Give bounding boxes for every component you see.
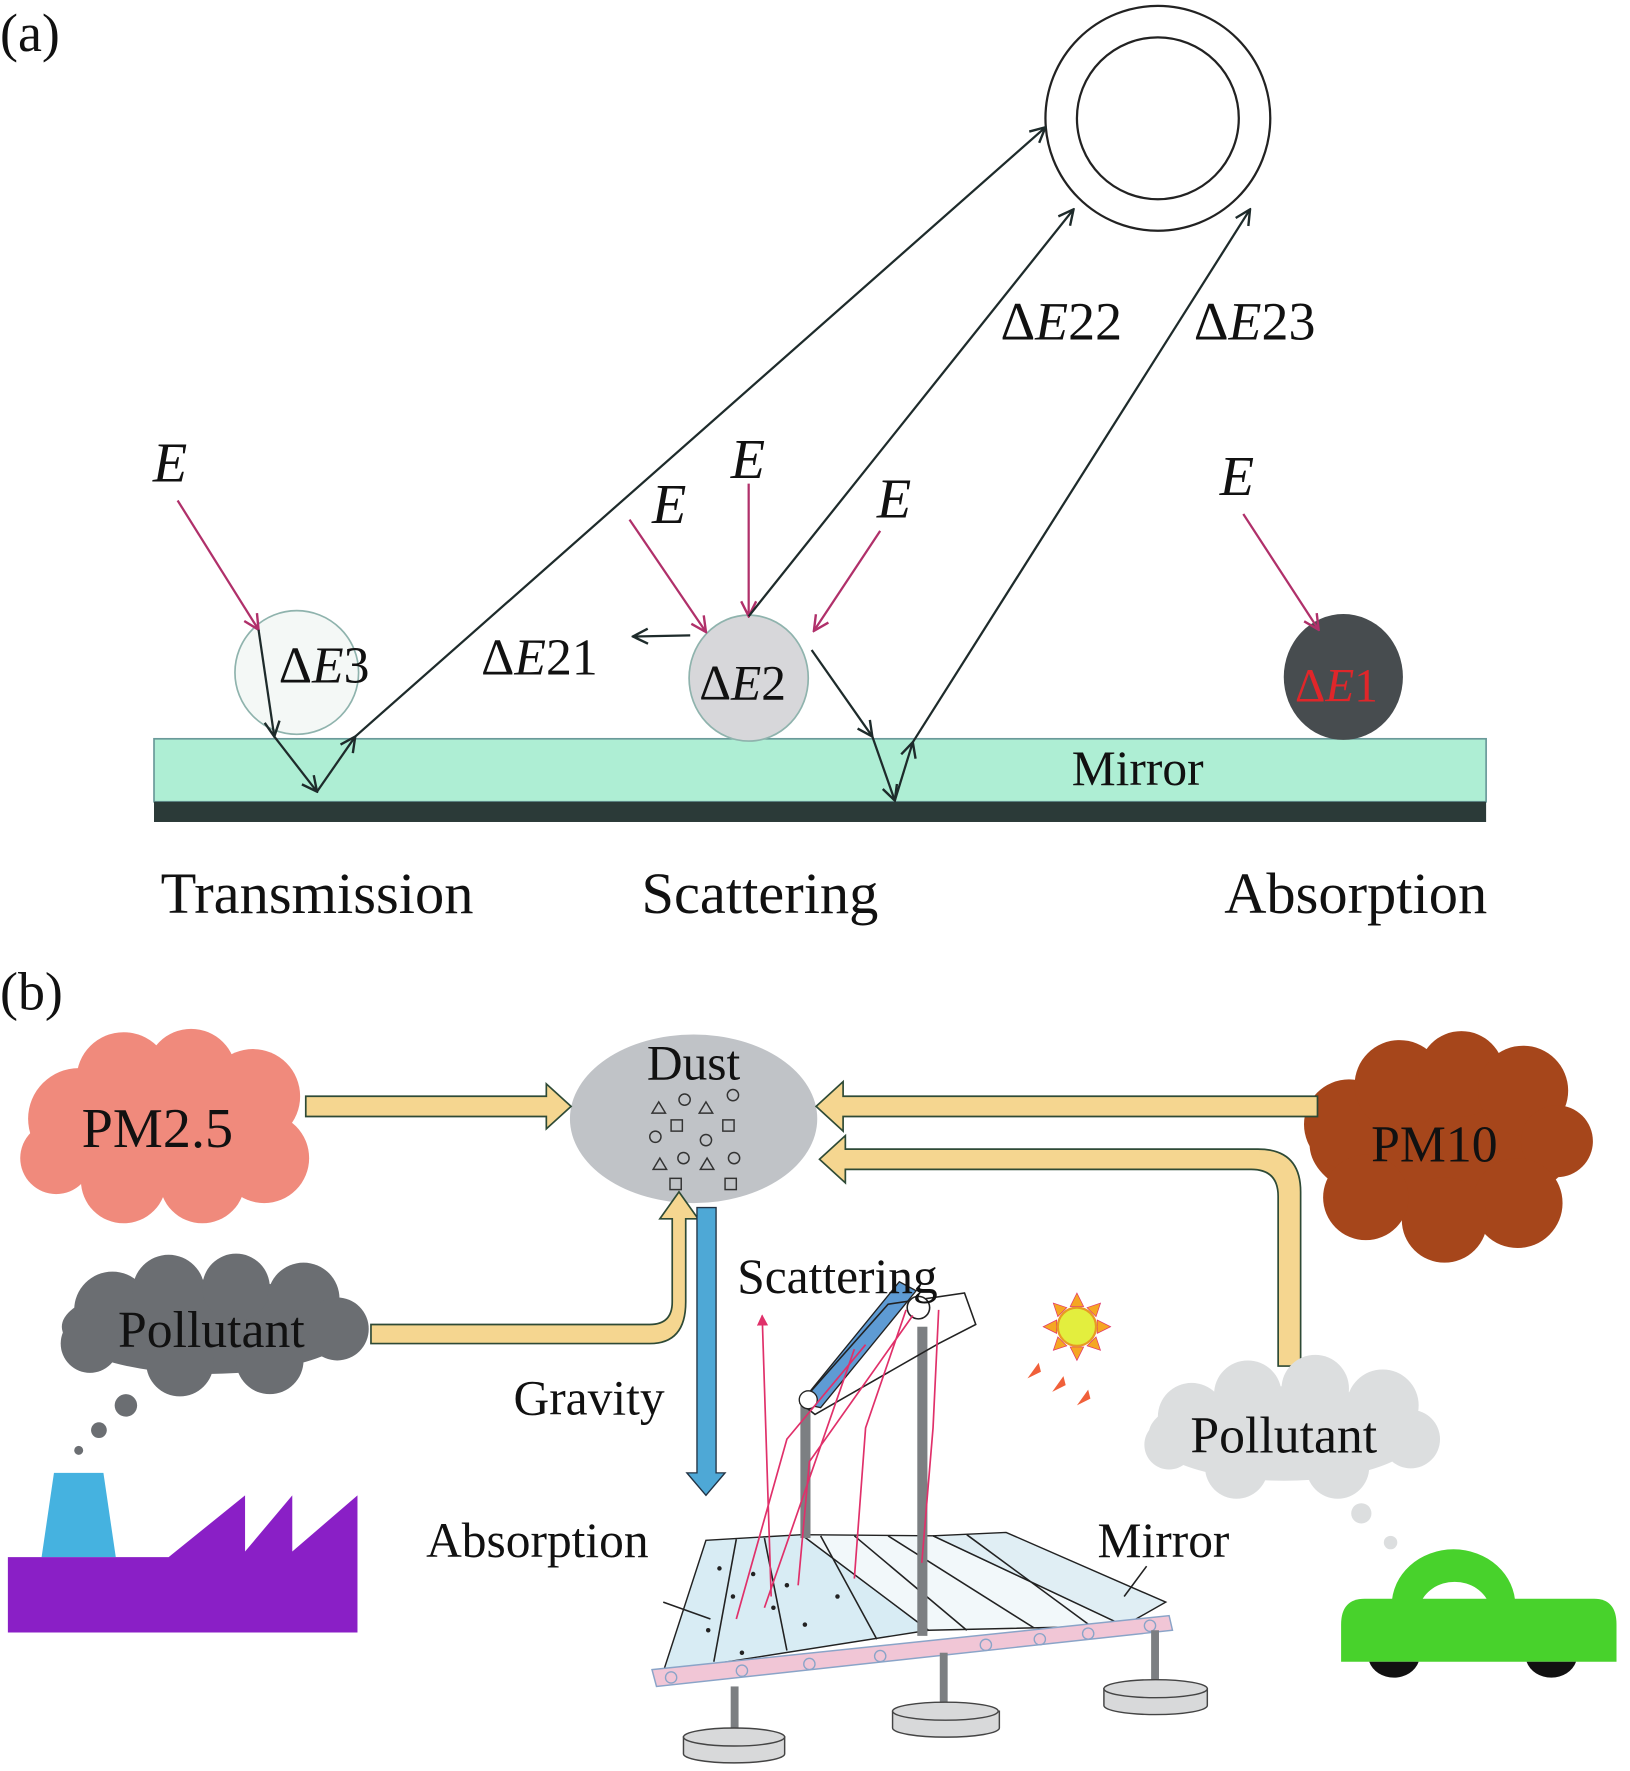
- scatter-ray-to-mirror: [810, 649, 873, 737]
- pollutant-right-label: Pollutant: [1190, 1408, 1377, 1465]
- pm10-label: PM10: [1371, 1116, 1497, 1173]
- absorption-particle: [1283, 614, 1403, 740]
- incident-e-label-1: E: [152, 432, 187, 494]
- transmission-ray-down: [273, 735, 317, 792]
- car-icon: [1341, 1549, 1617, 1678]
- dust-ellipse: [569, 1034, 818, 1204]
- caption-scattering: Scattering: [641, 861, 878, 926]
- transmission-ray-to-receiver: [354, 127, 1045, 738]
- exhaust-puff: [1351, 1503, 1372, 1524]
- delta-e22-label: ΔE22: [1000, 292, 1122, 352]
- pm25-to-dust-arrow: [304, 1082, 573, 1131]
- incident-e-label-5: E: [1219, 446, 1254, 508]
- incident-e-label-2: E: [651, 474, 686, 536]
- exhaust-puff: [1383, 1535, 1398, 1550]
- delta-e21-label: ΔE21: [481, 630, 598, 687]
- gravity-label: Gravity: [514, 1370, 665, 1425]
- incident-e-label-4: E: [876, 468, 911, 530]
- pollutant-cloud-left: [60, 1253, 369, 1397]
- scatter-ray-into-mirror: [871, 736, 894, 801]
- panel-a-label: (a): [0, 3, 60, 63]
- transmission-ray-in: [257, 629, 275, 737]
- incident-e-label-3: E: [730, 429, 765, 491]
- incident-ray-scatter-left: [628, 518, 706, 632]
- transmission-particle: [234, 609, 360, 736]
- vehicle-pollutant-to-dust-arrow: [818, 1133, 1302, 1367]
- panel-a: (a) Mirror ΔE3 ΔE21 ΔE2 ΔE22 ΔE23 ΔE1 E …: [0, 3, 1487, 926]
- sun-icon: [1027, 1292, 1112, 1406]
- panel-b-label: (b): [0, 962, 63, 1022]
- dust-particles: [649, 1088, 741, 1191]
- incident-ray-scatter-right: [814, 530, 882, 631]
- dust-label: Dust: [647, 1035, 741, 1090]
- pollutant-cloud-right: [1144, 1354, 1441, 1499]
- delta-e1-label: ΔE1: [1295, 661, 1378, 713]
- smoke-puff: [74, 1445, 84, 1455]
- pm10-cloud: [1304, 1031, 1593, 1263]
- incident-ray-transmission: [176, 499, 259, 629]
- pm25-label: PM2.5: [82, 1098, 233, 1160]
- caption-absorption: Absorption: [1224, 861, 1487, 926]
- factory-icon: [7, 1495, 358, 1633]
- mirror-label: Mirror: [1072, 741, 1204, 796]
- delta-e23-label: ΔE23: [1194, 292, 1316, 352]
- delta-e21-ray: [633, 635, 691, 636]
- absorption-label: Absorption: [426, 1513, 649, 1568]
- transmission-ray-up: [316, 737, 355, 793]
- receiver-inner-ring: [1075, 36, 1240, 201]
- incident-ray-absorption: [1242, 513, 1318, 630]
- factory-pollutant-to-dust-arrow: [370, 1190, 700, 1345]
- delta-e3-label: ΔE3: [279, 638, 370, 695]
- delta-e2-label: ΔE2: [699, 655, 786, 710]
- delta-e23-ray: [911, 209, 1250, 743]
- pollutant-left-label: Pollutant: [118, 1302, 305, 1359]
- pm10-to-dust-arrow: [814, 1079, 1319, 1134]
- solar-collector: [651, 1280, 1209, 1764]
- scatter-ray-reflect: [893, 742, 913, 801]
- mirror-backing: [154, 801, 1487, 822]
- factory-chimney: [41, 1472, 116, 1558]
- mirror-surface: [153, 737, 1487, 803]
- smoke-puff: [91, 1422, 107, 1439]
- receiver-outer-ring: [1044, 4, 1272, 232]
- caption-transmission: Transmission: [161, 861, 474, 926]
- scattering-label: Scattering: [737, 1249, 938, 1304]
- panel-b: (b) PM2.5 PM10 Dust: [0, 962, 1617, 1764]
- smoke-puff: [114, 1394, 138, 1417]
- pm25-cloud: [20, 1028, 310, 1224]
- gravity-arrow: [685, 1206, 727, 1497]
- delta-e22-ray: [747, 209, 1074, 617]
- mirror-label-b: Mirror: [1098, 1513, 1230, 1568]
